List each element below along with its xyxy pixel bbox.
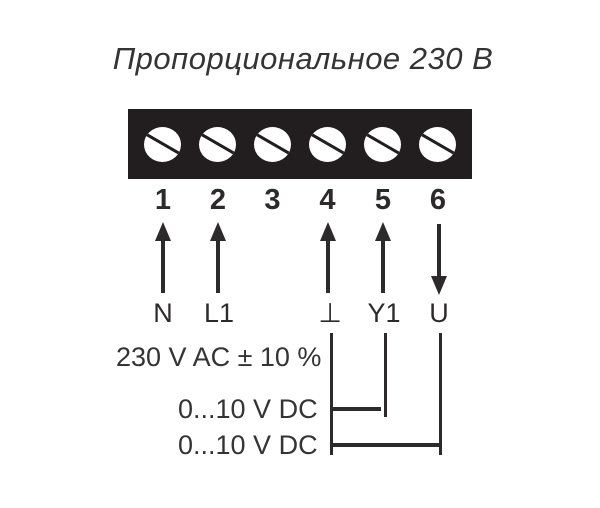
arrow-up-icon-terminal-4 — [319, 222, 336, 293]
signal-y1-label: 0...10 V DC — [178, 394, 318, 424]
arrow-up-icon-terminal-1 — [155, 222, 171, 293]
screw-terminal-3 — [254, 126, 291, 162]
terminal-label-n: N — [153, 298, 173, 328]
screw-slot-icon — [419, 131, 456, 156]
screw-terminal-5 — [364, 126, 401, 162]
terminal-label-y1: Y1 — [367, 298, 401, 328]
terminal-number-3: 3 — [264, 184, 281, 216]
screw-slot-icon — [144, 131, 181, 156]
diagram-title: Пропорциональное 230 В — [112, 41, 494, 76]
power-rating-label: 230 V AC ± 10 % — [116, 342, 322, 372]
terminal-number-2: 2 — [209, 184, 227, 216]
terminal-number-5: 5 — [374, 184, 392, 216]
terminal-number-6: 6 — [429, 184, 447, 216]
terminal-label-u: U — [429, 298, 449, 328]
y1-wire-line — [383, 333, 387, 417]
signal-u-label: 0...10 V DC — [178, 430, 318, 460]
signal-u-connector-line — [331, 443, 440, 447]
terminal-number-4: 4 — [319, 184, 336, 216]
arrow-down-icon-terminal-6 — [430, 224, 447, 295]
u-wire-line — [438, 333, 442, 455]
signal-y1-connector-line — [331, 407, 381, 411]
screw-slot-icon — [199, 131, 236, 156]
screw-slot-icon — [309, 131, 346, 156]
ground-wire-line — [329, 333, 333, 455]
screw-terminal-4 — [309, 126, 346, 162]
terminal-label-l1: L1 — [203, 298, 235, 328]
screw-terminal-6 — [419, 126, 456, 162]
screw-terminal-1 — [144, 126, 181, 162]
terminal-label-ground: ⊥ — [318, 298, 342, 328]
terminal-block — [128, 109, 472, 179]
screw-terminal-2 — [199, 126, 236, 162]
terminal-number-1: 1 — [154, 184, 172, 216]
arrow-up-icon-terminal-5 — [375, 222, 391, 293]
screw-slot-icon — [364, 131, 401, 156]
screw-slot-icon — [254, 131, 291, 156]
arrow-up-icon-terminal-2 — [210, 222, 226, 293]
